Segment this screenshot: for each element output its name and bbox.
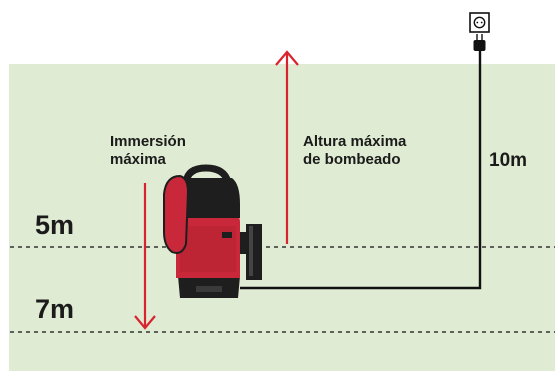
pumping-height-label-line2: de bombeado [303,151,401,168]
submersible-pump [163,164,262,298]
pumping-height-arrow [275,50,299,244]
immersion-label-line1: Immersión [110,133,186,150]
power-cable [240,50,482,290]
power-outlet-icon [469,12,490,33]
cable-length-label: 10m [489,150,528,171]
power-plug-icon [473,34,486,51]
immersion-label-line2: máxima [110,151,166,168]
immersion-arrow [134,183,156,330]
depth-label-7m: 7m [35,294,75,324]
water-area [9,64,555,371]
depth-label-5m: 5m [35,210,75,240]
pumping-height-label-line1: Altura máxima [303,133,407,150]
